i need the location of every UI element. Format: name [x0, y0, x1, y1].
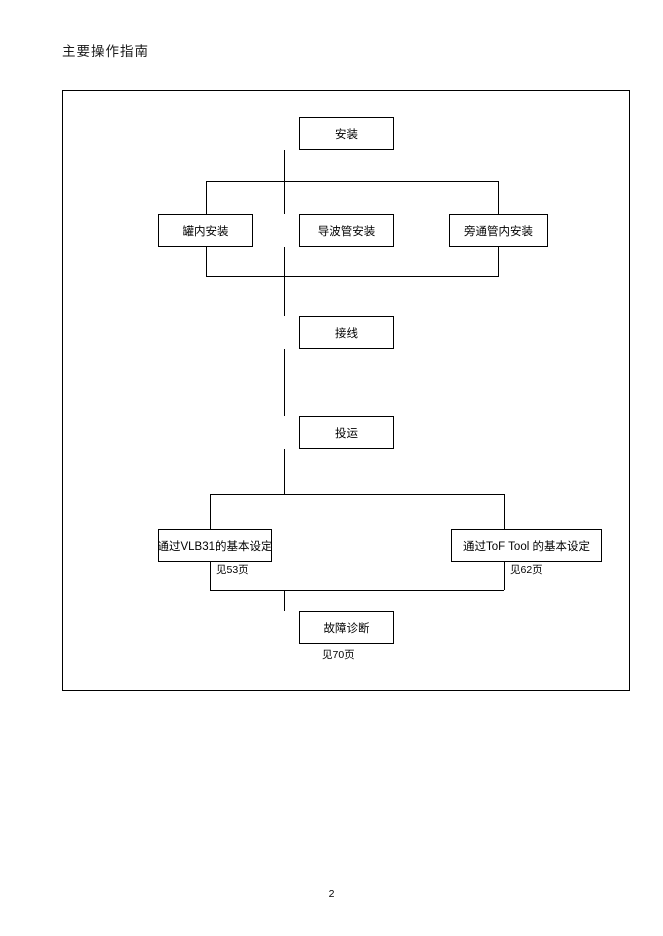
- connector-to-waveguide: [284, 181, 285, 214]
- connector-to-tof-tool: [504, 494, 505, 529]
- page-title: 主要操作指南: [62, 44, 149, 59]
- node-tof-tool-setup[interactable]: 通过ToF Tool 的基本设定: [451, 529, 602, 562]
- connector-install-down: [284, 150, 285, 181]
- page-number: 2: [328, 888, 335, 900]
- connector-setup-split-bar: [210, 494, 504, 495]
- connector-bypass-down: [498, 247, 499, 276]
- node-install[interactable]: 安装: [299, 117, 394, 150]
- node-diagnostics[interactable]: 故障诊断: [299, 611, 394, 644]
- connector-install-merge-bar: [206, 276, 499, 277]
- connector-to-bypass: [498, 181, 499, 214]
- node-install-label: 安装: [335, 128, 358, 141]
- node-tof-tool-setup-label: 通过ToF Tool 的基本设定: [463, 540, 590, 553]
- connector-commissioning-down: [284, 449, 285, 494]
- connector-wiring-to-commissioning: [284, 349, 285, 416]
- node-diagnostics-label: 故障诊断: [323, 622, 370, 635]
- node-bypass-install-label: 旁通管内安装: [464, 225, 533, 238]
- connector-tof-tool-down: [504, 562, 505, 590]
- node-waveguide-install-label: 导波管安装: [317, 225, 376, 238]
- connector-merge-to-wiring: [284, 276, 285, 316]
- connector-in-tank-down: [206, 247, 207, 276]
- node-bypass-install[interactable]: 旁通管内安装: [449, 214, 548, 247]
- node-wiring[interactable]: 接线: [299, 316, 394, 349]
- connector-merge-to-diagnostics: [284, 590, 285, 611]
- flowchart-frame: 安装 罐内安装 导波管安装 旁通管内安装 接线 投运 通过VLB31的基本设定 …: [62, 90, 630, 691]
- note-vlb31-page-ref: 见53页: [216, 564, 249, 576]
- note-tof-tool-page-ref: 见62页: [510, 564, 543, 576]
- connector-vlb31-down: [210, 562, 211, 590]
- connector-setup-merge-bar: [210, 590, 504, 591]
- node-wiring-label: 接线: [335, 327, 358, 340]
- node-in-tank-install-label: 罐内安装: [182, 225, 229, 238]
- node-commissioning[interactable]: 投运: [299, 416, 394, 449]
- node-in-tank-install[interactable]: 罐内安装: [158, 214, 253, 247]
- node-commissioning-label: 投运: [335, 427, 358, 440]
- connector-to-in-tank: [206, 181, 207, 214]
- node-waveguide-install[interactable]: 导波管安装: [299, 214, 394, 247]
- node-vlb31-setup[interactable]: 通过VLB31的基本设定: [157, 529, 273, 562]
- note-diagnostics-page-ref: 见70页: [322, 649, 355, 661]
- connector-install-split-bar: [206, 181, 499, 182]
- node-vlb31-setup-label: 通过VLB31的基本设定: [157, 540, 273, 553]
- connector-waveguide-down: [284, 247, 285, 276]
- connector-to-vlb31: [210, 494, 211, 529]
